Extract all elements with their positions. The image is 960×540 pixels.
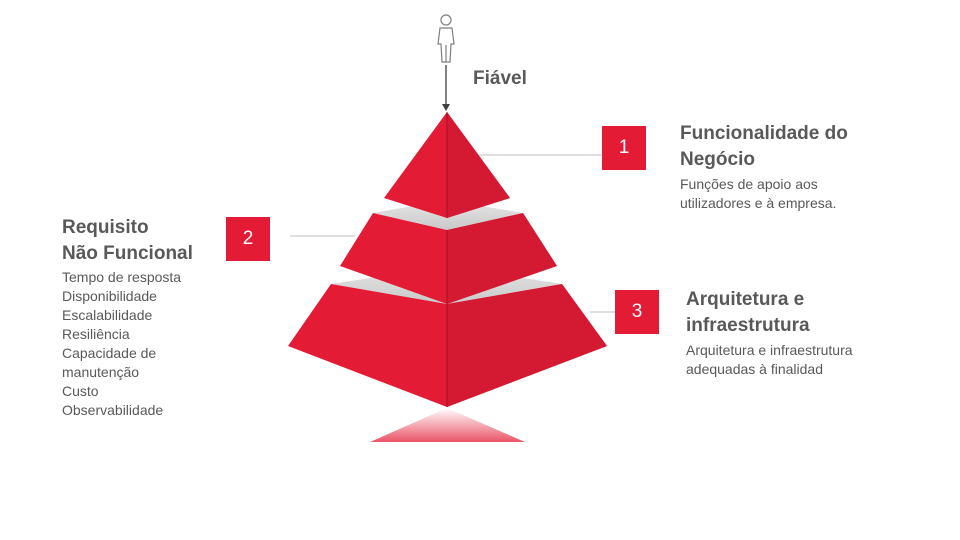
pyramid-tier-1 — [384, 112, 510, 218]
number-badge-3: 3 — [615, 290, 659, 334]
number-badge-1: 1 — [602, 126, 646, 170]
item-3-title: Arquitetura e infraestrutura — [686, 289, 810, 336]
arrow-head-icon — [442, 104, 450, 111]
item-1-title: Funcionalidade do Negócio — [680, 123, 848, 170]
item-2-block: Requisito Não Funcional Tempo de respost… — [62, 215, 193, 420]
item-2-description: Tempo de resposta Disponibilidade Escala… — [62, 269, 182, 418]
number-badge-2: 2 — [226, 217, 270, 261]
pyramid-tier-2 — [340, 213, 557, 304]
person-icon — [437, 14, 455, 63]
pyramid-tier-3 — [288, 284, 607, 407]
item-2-title: Requisito Não Funcional — [62, 217, 193, 264]
item-1-description: Funções de apoio aos utilizadores e à em… — [680, 176, 837, 211]
item-3-description: Arquitetura e infraestrutura adequadas à… — [686, 342, 853, 377]
top-label: Fiável — [473, 68, 527, 89]
item-1-block: Funcionalidade do Negócio Funções de apo… — [680, 121, 848, 213]
pyramid-reflection — [370, 408, 525, 442]
item-3-block: Arquitetura e infraestrutura Arquitetura… — [686, 287, 853, 379]
